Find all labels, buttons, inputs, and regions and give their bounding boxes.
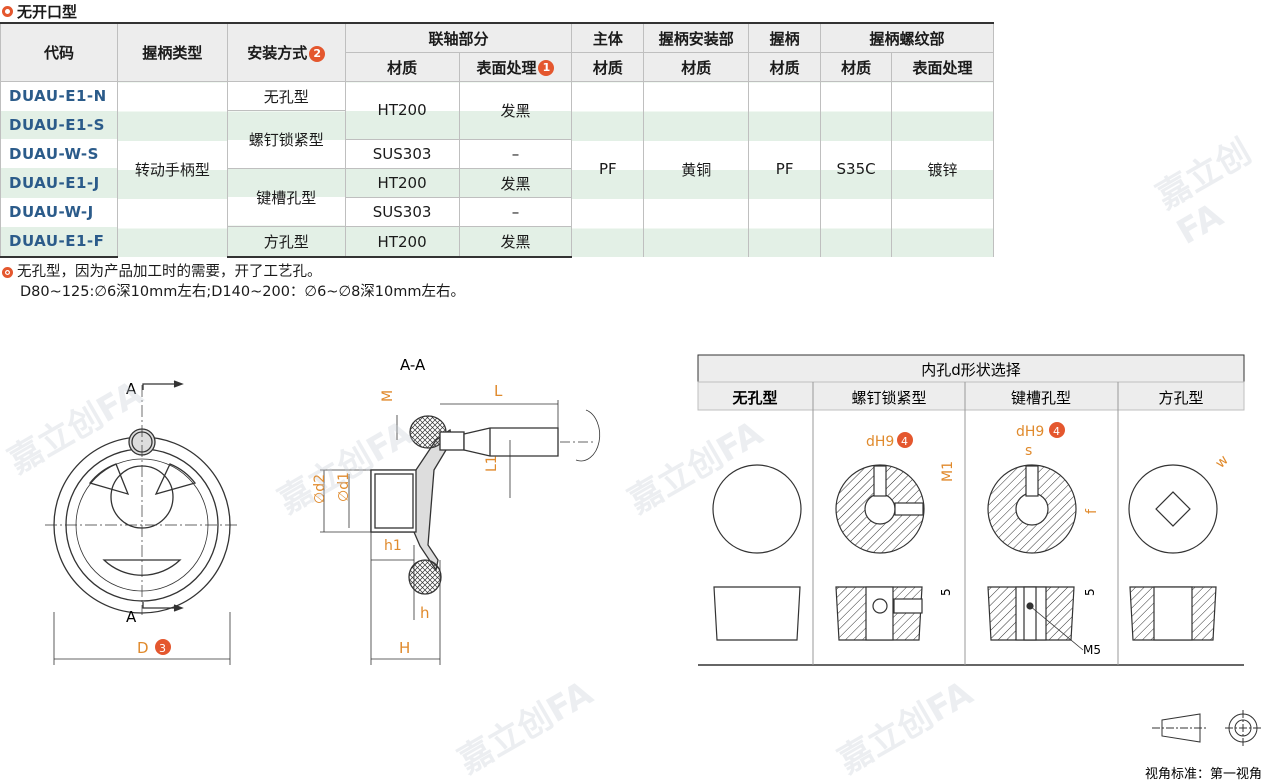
material-cell: SUS303 [344, 139, 460, 169]
dim-s-label: s [1025, 443, 1032, 459]
code-cell: DUAU-E1-N [0, 81, 118, 111]
dim-m1-label: M1 [940, 461, 956, 482]
options-title: 内孔d形状选择 [921, 361, 1021, 379]
handle-type-cell: 转动手柄型 [116, 81, 228, 257]
bore-options-panel [697, 354, 1245, 666]
first-angle-projection-icon [1152, 710, 1261, 746]
install-cell: 螺钉锁紧型 [226, 110, 346, 169]
thread-surface-cell: 镀锌 [891, 81, 994, 257]
dim-hh-label: H [399, 639, 410, 657]
install-cell: 无孔型 [226, 81, 346, 112]
material-cell: HT200 [344, 81, 460, 140]
material-cell: HT200 [344, 226, 460, 258]
projection-label: 视角标准：第一视角 [1145, 767, 1262, 782]
header-material: 材质 [748, 52, 822, 82]
dim-l-label: L [494, 382, 503, 400]
header-handle-mount: 握柄安装部 [643, 22, 750, 53]
svg-text:4: 4 [1053, 425, 1060, 438]
option-square: 方孔型 [1158, 389, 1203, 407]
surface-cell: – [458, 197, 573, 228]
dim-w-label: w [1212, 452, 1231, 471]
install-cell: 方孔型 [226, 226, 346, 258]
header-material: 材质 [344, 52, 460, 82]
surface-cell: 发黑 [458, 81, 573, 140]
section-dimensions [320, 400, 601, 665]
handle-material-cell: PF [748, 81, 822, 257]
header-material: 材质 [643, 52, 750, 82]
dim-h1-label: h1 [384, 538, 402, 554]
header-code: 代码 [0, 22, 118, 82]
header-handle-type: 握柄类型 [116, 22, 228, 82]
dim-5-screw: 5 [939, 588, 953, 596]
dim-f-label: f [1084, 508, 1100, 514]
badge-3 [155, 639, 171, 655]
badge-4 [897, 432, 913, 448]
surface-cell: – [458, 139, 573, 169]
code-cell: DUAU-W-S [0, 139, 118, 169]
section-title: 无开口型 [2, 1, 77, 22]
dim-l1-label: L1 [484, 455, 500, 472]
dim-d2-label: ∅d2 [312, 474, 328, 504]
mount-material-cell: 黄铜 [643, 81, 750, 257]
bore-drawings [712, 464, 1218, 651]
circle-bullet-icon [2, 6, 13, 17]
section-label: A-A [400, 356, 426, 374]
dim-d1-label: ∅d1 [336, 472, 352, 502]
header-surface: 表面处理 [891, 52, 994, 82]
handwheel-front-view [45, 380, 240, 665]
m5-label: M5 [1083, 643, 1101, 657]
dim-dh9-key: dH9 [1016, 424, 1044, 440]
code-cell: DUAU-E1-S [0, 110, 118, 140]
dim-5-key: 5 [1083, 588, 1097, 596]
surface-cell: 发黑 [458, 168, 573, 199]
label-a-bottom: A [126, 608, 137, 626]
install-cell: 键槽孔型 [226, 168, 346, 228]
option-key: 键槽孔型 [1011, 389, 1071, 407]
label-a-top: A [126, 380, 137, 398]
note: 无孔型，因为产品加工时的需要，开了工艺孔。 D80~125:∅6深10mm左右;… [2, 262, 465, 302]
svg-text:4: 4 [901, 435, 908, 448]
header-handle: 握柄 [748, 22, 822, 53]
dim-h-label: h [420, 604, 430, 622]
code-cell: DUAU-E1-F [0, 226, 118, 258]
svg-text:3: 3 [159, 642, 166, 655]
material-cell: SUS303 [344, 197, 460, 228]
header-handle-thread: 握柄螺纹部 [820, 22, 994, 53]
header-coupling: 联轴部分 [344, 22, 573, 53]
header-material: 材质 [820, 52, 893, 82]
dim-dh9-screw: dH9 [866, 434, 894, 450]
dim-d-label: D [137, 639, 149, 657]
surface-cell: 发黑 [458, 226, 573, 258]
note-bullet-icon [2, 266, 13, 278]
dim-m-label: M [380, 390, 396, 402]
badge-1: 1 [538, 60, 555, 76]
option-none: 无孔型 [731, 389, 777, 407]
badge-2: 2 [309, 45, 326, 62]
material-cell: HT200 [344, 168, 460, 199]
badge-4 [1049, 422, 1065, 438]
header-material: 材质 [571, 52, 645, 82]
code-cell: DUAU-W-J [0, 197, 118, 227]
handwheel-section-view [370, 415, 559, 595]
code-cell: DUAU-E1-J [0, 168, 118, 198]
body-material-cell: PF [571, 81, 645, 257]
option-screw: 螺钉锁紧型 [851, 389, 926, 407]
thread-material-cell: S35C [820, 81, 893, 257]
